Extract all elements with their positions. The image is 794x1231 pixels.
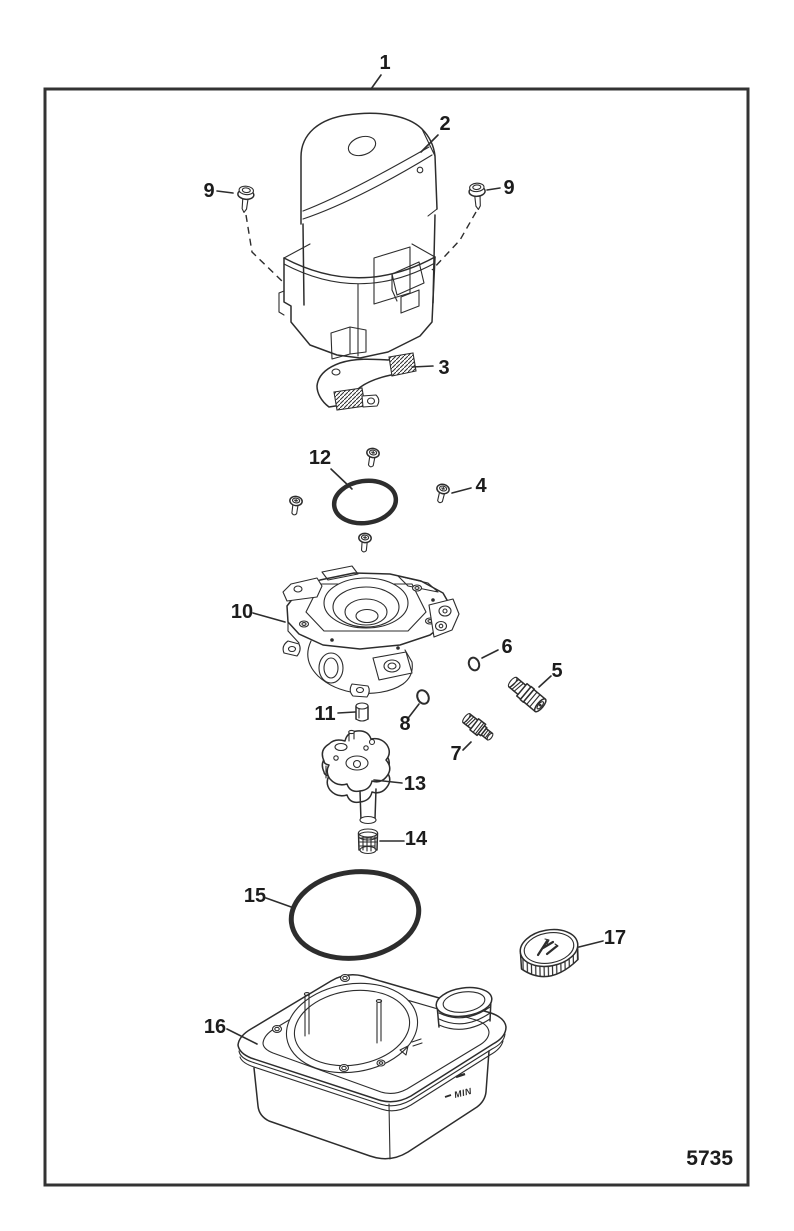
part-3-bracket (316, 352, 417, 411)
part-8-o-ring (416, 689, 430, 705)
part-16-reservoir: MIN (237, 973, 507, 1160)
part-17-fill-cap (519, 928, 579, 978)
part-6-o-ring (467, 656, 481, 672)
part-14-filter (357, 828, 379, 855)
callout-leaders (216, 74, 604, 1045)
callout-3: 3 (438, 357, 449, 379)
callout-2: 2 (439, 113, 450, 135)
part-10-manifold (282, 565, 460, 698)
reservoir-markings: MIN (399, 1038, 473, 1100)
part-2-motor (278, 112, 438, 360)
part-1-frame (43, 87, 750, 1187)
callout-11: 11 (314, 703, 335, 725)
callout-5: 5 (551, 660, 562, 682)
part-13-pump (321, 729, 391, 825)
reservoir-min-label: MIN (453, 1086, 473, 1100)
callout-7: 7 (450, 743, 461, 765)
callout-4: 4 (475, 475, 487, 497)
part-5-fitting (507, 676, 547, 713)
part-15-o-ring (288, 869, 422, 961)
part-9-screw-right (431, 181, 488, 271)
part-9-screw-left (235, 184, 285, 284)
callout-13: 13 (404, 773, 426, 795)
callout-15: 15 (244, 885, 266, 907)
part-12-o-ring (331, 478, 399, 526)
part-11-pin (355, 702, 369, 722)
callout-8: 8 (399, 713, 410, 735)
callout-17: 17 (604, 927, 626, 949)
callout-6: 6 (501, 636, 512, 658)
reservoir-screw-bosses (271, 973, 386, 1073)
callout-9-right: 9 (503, 177, 514, 199)
cap-arrow-emblem (536, 938, 559, 957)
callout-labels: 1 2 3 4 5 6 7 8 9 9 10 11 12 13 14 15 16… (203, 52, 626, 1038)
callout-9-left: 9 (203, 180, 214, 202)
callout-14: 14 (405, 828, 428, 850)
callout-16: 16 (204, 1016, 226, 1038)
part-7-fitting (462, 713, 494, 741)
callout-10: 10 (231, 601, 253, 623)
callout-1: 1 (379, 52, 390, 74)
callout-12: 12 (309, 447, 331, 469)
drawing-number: 5735 (686, 1147, 733, 1170)
reservoir-filler-neck (435, 986, 493, 1030)
